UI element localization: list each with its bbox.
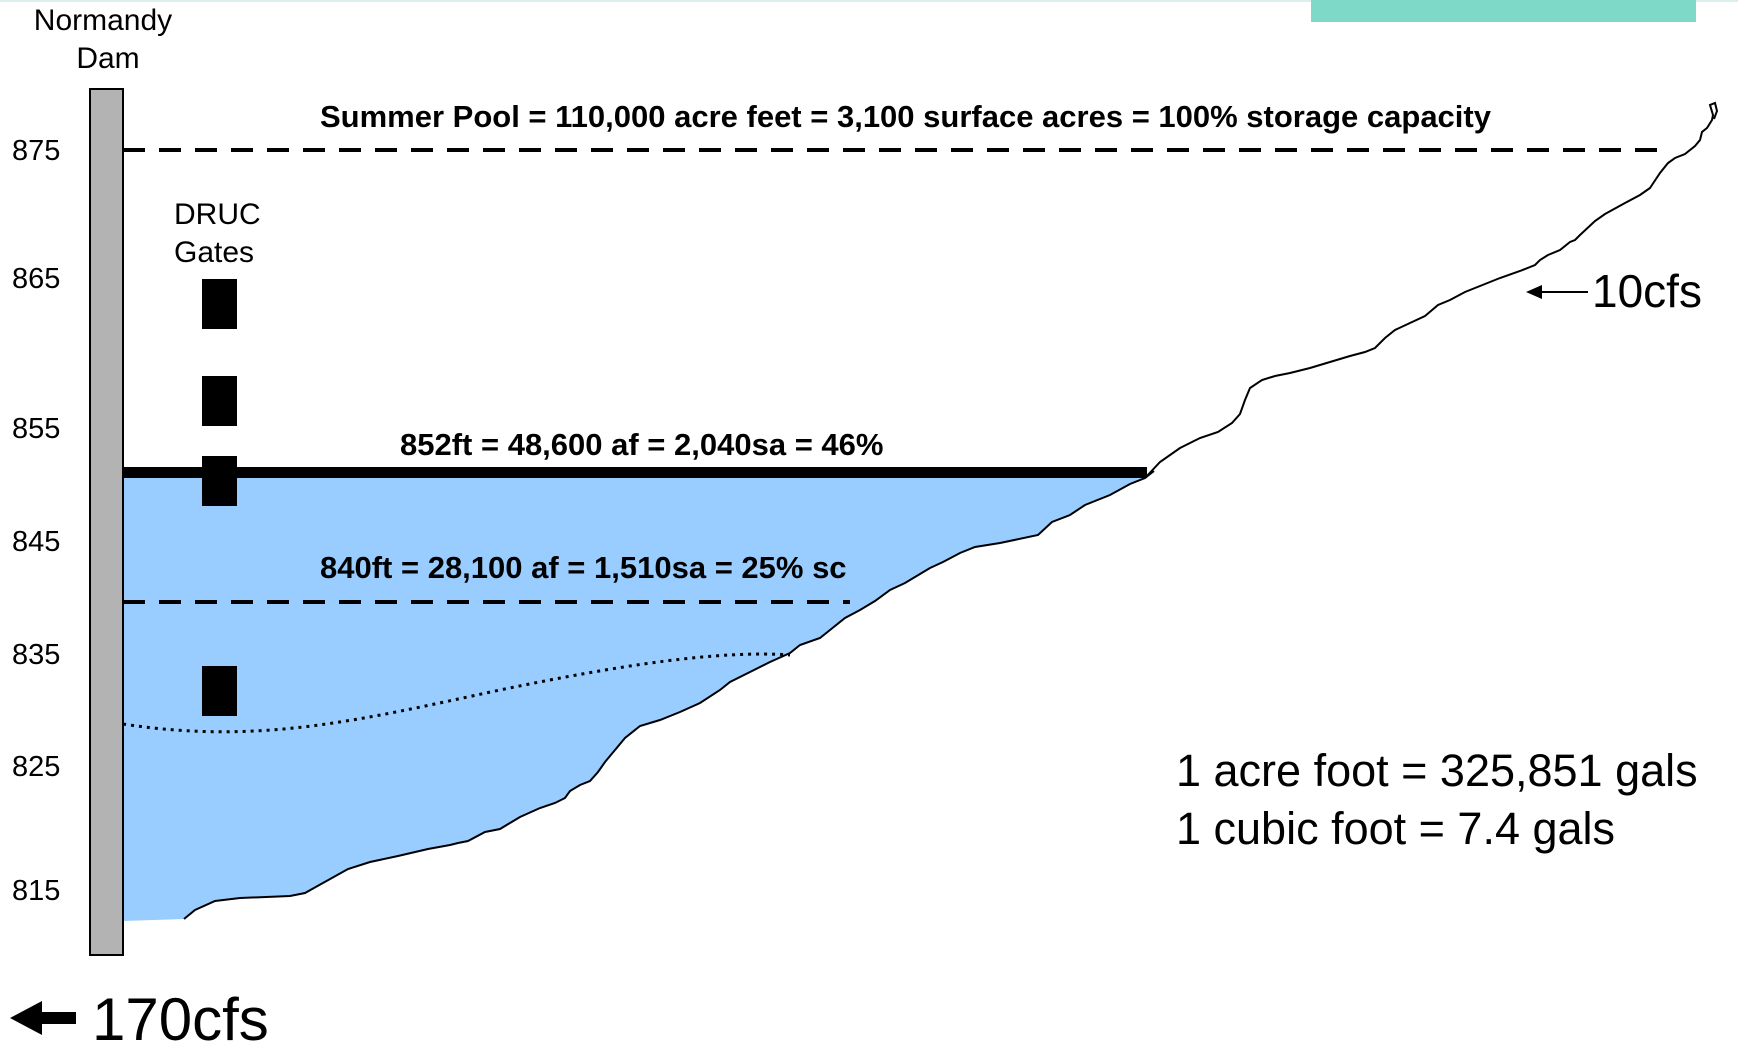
- outflow-arrow-icon: [10, 1001, 42, 1035]
- current-level-line: [123, 467, 1147, 478]
- gates-label-line2: Gates: [174, 236, 254, 269]
- current-level-label: 852ft = 48,600 af = 2,040sa = 46%: [400, 427, 883, 462]
- elevation-label: 865: [12, 263, 60, 295]
- inflow-arrow-icon: [1526, 285, 1542, 299]
- gates-label-line1: DRUC: [174, 198, 261, 231]
- accent-bar: [1311, 0, 1696, 22]
- outflow-arrow-shaft: [40, 1012, 76, 1024]
- summer-pool-label: Summer Pool = 110,000 acre feet = 3,100 …: [320, 99, 1492, 134]
- dam-wall: [89, 88, 124, 956]
- low-level-label: 840ft = 28,100 af = 1,510sa = 25% sc: [320, 550, 847, 585]
- elevation-label: 845: [12, 526, 60, 558]
- gate-block: [202, 279, 237, 329]
- elevation-label: 855: [12, 413, 60, 445]
- dotted-curve: [122, 652, 791, 734]
- dam-name-line1: Normandy: [34, 4, 172, 37]
- inflow-label: 10cfs: [1592, 265, 1702, 317]
- elevation-label: 825: [12, 751, 60, 783]
- dam-name-line2: Dam: [76, 42, 139, 75]
- cubic-foot-conversion: 1 cubic foot = 7.4 gals: [1176, 803, 1615, 854]
- water-body: [123, 478, 1145, 921]
- gate-block: [202, 666, 237, 716]
- acre-foot-conversion: 1 acre foot = 325,851 gals: [1176, 745, 1698, 796]
- elevation-label: 815: [12, 875, 60, 907]
- outflow-label: 170cfs: [92, 986, 269, 1041]
- elevation-label: 835: [12, 639, 60, 671]
- gate-block: [202, 456, 237, 506]
- shoreline-profile: [183, 101, 1719, 920]
- elevation-label: 875: [12, 135, 60, 167]
- gate-block: [202, 376, 237, 426]
